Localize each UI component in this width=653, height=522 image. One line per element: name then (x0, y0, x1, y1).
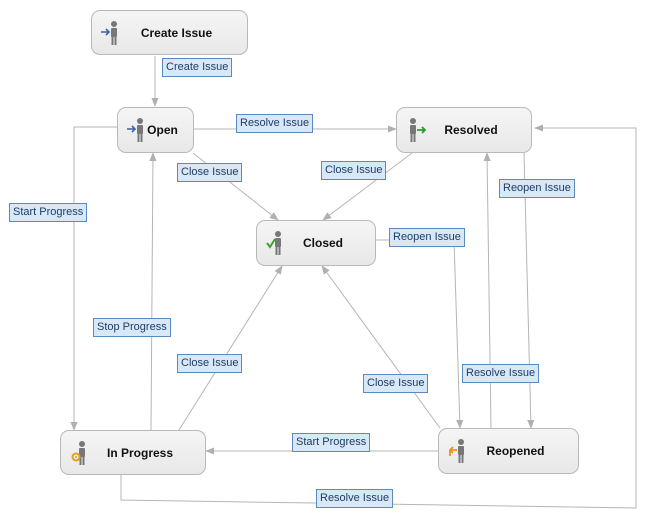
state-in-progress[interactable]: In Progress (60, 430, 206, 475)
edge-in-progress-to-closed (178, 265, 283, 431)
person-gear-icon (71, 440, 85, 465)
state-closed[interactable]: Closed (256, 220, 376, 266)
edge-in-progress-to-open (149, 152, 157, 431)
state-open[interactable]: Open (117, 107, 194, 153)
transition-reopen-issue-closed[interactable]: Reopen Issue (389, 228, 465, 247)
transition-resolve-issue-reopened[interactable]: Resolve Issue (462, 364, 540, 383)
person-orange-arrow-icon (449, 439, 464, 463)
state-reopened[interactable]: Reopened (438, 428, 579, 474)
transition-reopen-issue-resolved[interactable]: Reopen Issue (499, 179, 575, 198)
person-arrow-in-icon (127, 118, 143, 142)
person-green-arrow-icon (410, 118, 427, 142)
transition-stop-progress[interactable]: Stop Progress (93, 318, 171, 337)
transition-resolve-issue-in-progress[interactable]: Resolve Issue (316, 489, 394, 508)
transition-create-issue[interactable]: Create Issue (162, 58, 233, 77)
person-checkmark-icon (266, 231, 281, 255)
edge-reopened-to-closed (321, 265, 441, 429)
transition-resolve-issue-open[interactable]: Resolve Issue (236, 114, 314, 133)
transition-close-issue-reopened[interactable]: Close Issue (363, 374, 429, 393)
transition-close-issue-open[interactable]: Close Issue (177, 163, 243, 182)
edge-open-to-in-progress (70, 126, 117, 431)
edge-reopened-to-resolved (483, 152, 492, 429)
state-create-issue[interactable]: Create Issue (91, 10, 248, 55)
person-arrow-in-icon (101, 20, 117, 45)
transition-start-progress-open[interactable]: Start Progress (9, 203, 88, 222)
state-label: Reopened (486, 444, 545, 458)
state-label: Resolved (444, 123, 498, 137)
edge-in-progress-to-resolved (120, 124, 637, 509)
state-label: Create Issue (140, 25, 213, 40)
state-label: Closed (302, 236, 343, 250)
transition-close-issue-resolved[interactable]: Close Issue (321, 161, 387, 180)
state-label: In Progress (106, 445, 174, 460)
transition-close-issue-in-progress[interactable]: Close Issue (177, 354, 243, 373)
state-resolved[interactable]: Resolved (396, 107, 532, 153)
state-label: Open (147, 123, 178, 137)
transition-start-progress-reopened[interactable]: Start Progress (292, 433, 371, 452)
edge-closed-to-reopened (376, 239, 464, 429)
edge-resolved-to-closed (322, 152, 413, 221)
